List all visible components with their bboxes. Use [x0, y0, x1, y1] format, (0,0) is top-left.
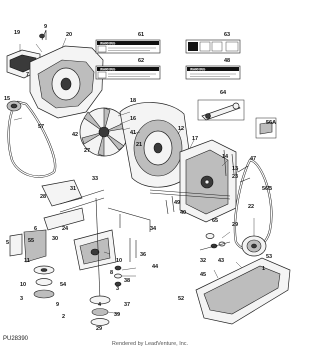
callout-5: 5: [6, 240, 9, 246]
lower-left-parts: [9, 179, 117, 326]
callout-36: 36: [140, 252, 146, 258]
callout-21: 21: [136, 142, 142, 148]
callout-56A: 56A: [266, 120, 276, 126]
callout-65: 65: [212, 218, 218, 224]
callout-54: 54: [60, 282, 67, 288]
callout-18: 18: [130, 98, 136, 104]
gear-case: [149, 139, 237, 223]
callout-43: 43: [218, 258, 224, 264]
callout-20: 20: [66, 32, 72, 38]
callout-14: 14: [222, 154, 229, 160]
callout-10-b: 10: [20, 282, 26, 288]
warning-decals: WARNING WARNING WARNING: [95, 39, 241, 80]
callout-34: 34: [150, 226, 157, 232]
decal-warning-text-3: WARNING: [190, 67, 206, 71]
callout-9-b: 9: [56, 302, 59, 308]
callout-7: 7: [26, 72, 29, 78]
impeller-fan: [79, 107, 129, 157]
callout-40: 40: [180, 210, 186, 216]
callout-64: 64: [220, 90, 227, 96]
callout-38: 38: [124, 278, 130, 284]
callout-30: 30: [52, 236, 58, 242]
callout-55: 55: [28, 238, 34, 244]
callout-49: 49: [174, 200, 180, 206]
figure-id: PU28390: [3, 336, 29, 342]
callout-27: 27: [84, 148, 90, 154]
callout-23: 23: [232, 174, 238, 180]
wrench-part: [197, 99, 277, 139]
callout-9: 9: [44, 24, 47, 30]
callout-32: 32: [200, 258, 206, 264]
callout-4: 4: [98, 302, 102, 308]
callout-28: 28: [40, 194, 46, 200]
callout-22: 22: [248, 204, 254, 210]
callout-52: 52: [178, 296, 184, 302]
decal-warning-text-2: WARNING: [100, 67, 116, 71]
render-credit: Rendered by LeadVenture, Inc.: [111, 341, 189, 347]
right-belt-assembly: [233, 158, 273, 257]
callout-1: 1: [262, 266, 265, 272]
decal-warning-text: WARNING: [100, 41, 116, 45]
callout-17: 17: [192, 136, 198, 142]
callout-48: 48: [224, 58, 230, 64]
belt-cover: [195, 257, 291, 325]
callout-2: 2: [62, 314, 65, 320]
callout-33: 33: [92, 176, 98, 182]
chute-assembly: [6, 29, 104, 119]
callout-56B: 56B: [262, 186, 272, 192]
callout-13: 13: [232, 166, 238, 172]
callout-24: 24: [62, 226, 69, 232]
callout-6: 6: [34, 226, 37, 232]
callout-12: 12: [178, 126, 184, 132]
callout-45: 45: [200, 272, 206, 278]
callout-63: 63: [224, 32, 230, 38]
callout-16: 16: [130, 116, 136, 122]
callout-61: 61: [138, 32, 144, 38]
callout-29: 29: [232, 222, 238, 228]
callout-62: 62: [138, 58, 144, 64]
drive-belt: [6, 100, 57, 178]
callout-29-b: 29: [96, 326, 102, 332]
callout-10-a: 10: [116, 258, 122, 264]
callout-15: 15: [4, 96, 10, 102]
callout-41: 41: [130, 130, 136, 136]
callout-3-a: 3: [116, 286, 119, 292]
exploded-parts-diagram: WARNING WARNING WARNING: [4, 24, 291, 332]
callout-31: 31: [70, 186, 76, 192]
callout-44: 44: [152, 264, 159, 270]
callout-numbers: 19 20 9 7 15 57 42 27 61 63 62 48 64 18 …: [4, 24, 276, 332]
callout-37: 37: [124, 302, 130, 308]
callout-3-b: 3: [20, 296, 23, 302]
hardware: [39, 33, 235, 287]
callout-11: 11: [24, 258, 30, 264]
callout-42: 42: [72, 132, 78, 138]
callout-57: 57: [38, 124, 44, 130]
callout-47: 47: [250, 156, 256, 162]
callout-53: 53: [266, 254, 272, 260]
leader-lines: [13, 37, 255, 315]
callout-39: 39: [114, 312, 120, 318]
callout-8: 8: [110, 270, 113, 276]
callout-19: 19: [14, 30, 20, 36]
